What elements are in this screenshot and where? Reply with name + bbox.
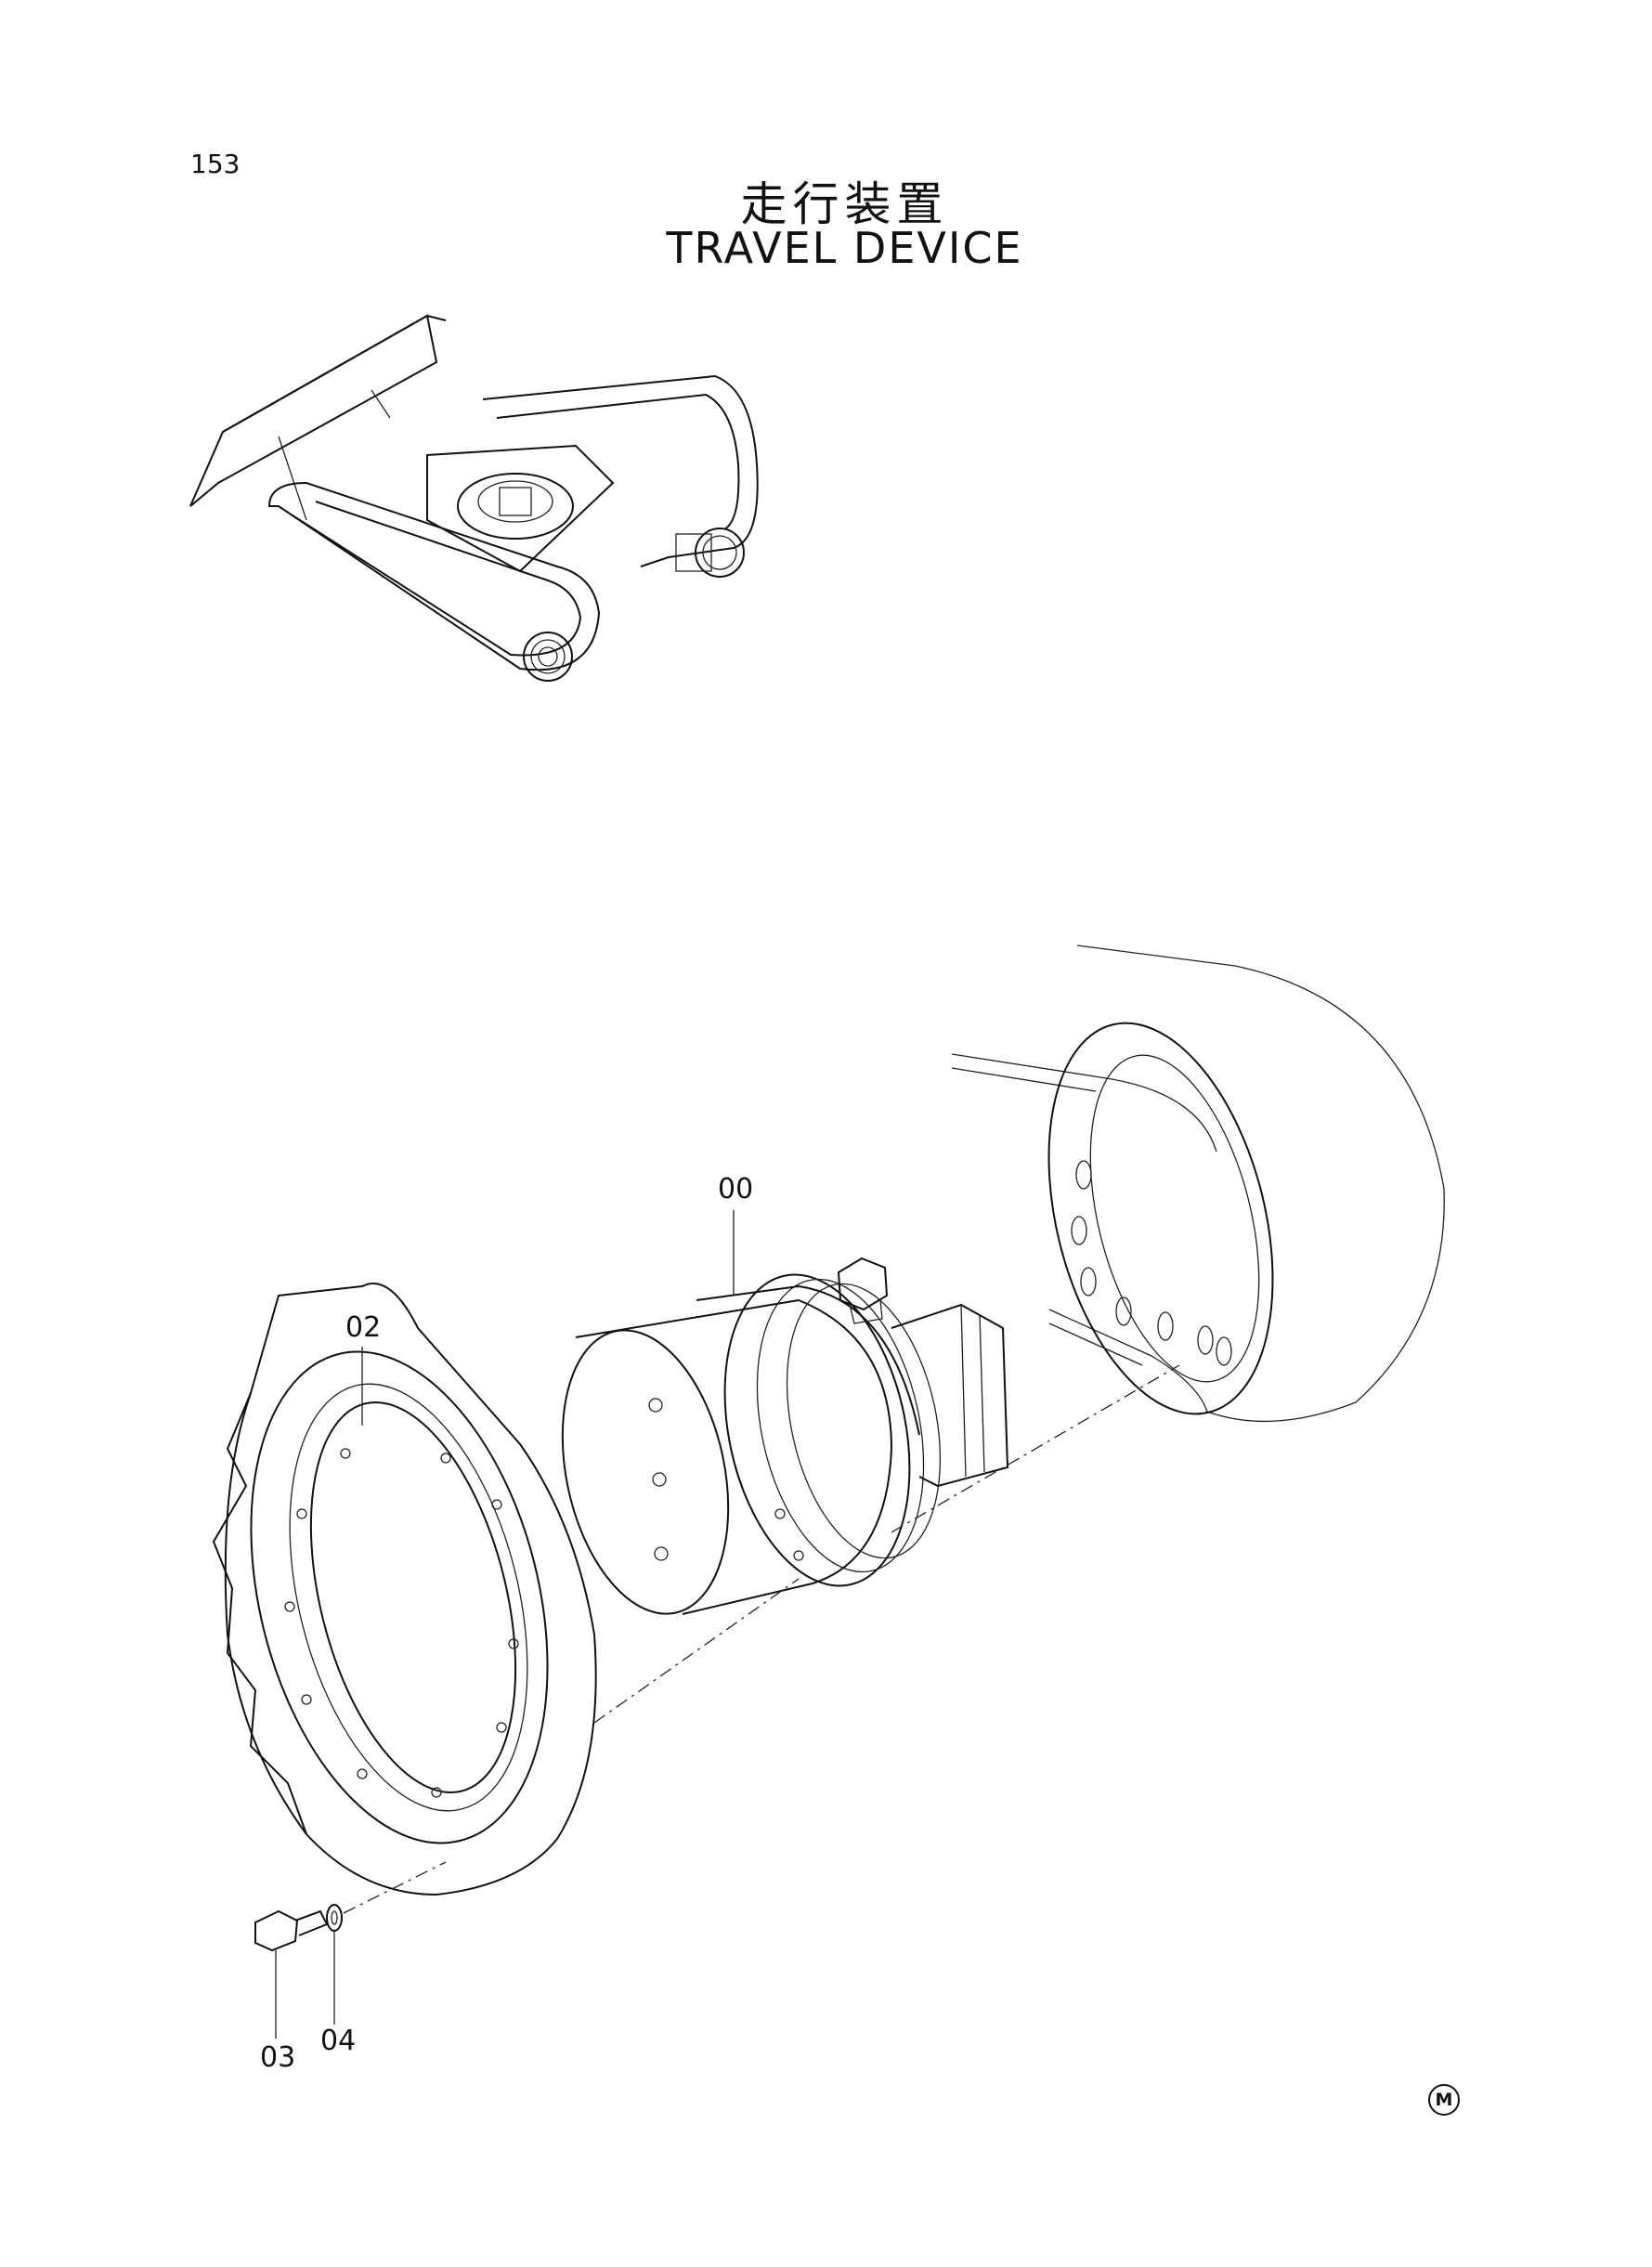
drive-sprocket: [212, 1283, 597, 1896]
callout-label-04: 04: [320, 2025, 357, 2057]
track-frame: [951, 945, 1445, 1423]
callout-label-00: 00: [718, 1173, 754, 1205]
travel-motor-assembly: [561, 1257, 1009, 1615]
bolt-and-washer: [254, 1904, 343, 1952]
page-number: 153: [190, 149, 241, 179]
assembly-centerline-lower: [593, 1578, 800, 1724]
callout-label-03: 03: [260, 2041, 296, 2074]
assembly-centerline-upper: [891, 1364, 1180, 1533]
callout-label-02: 02: [345, 1311, 382, 1344]
page-title-japanese: 走行装置: [740, 177, 949, 231]
corner-mark: M: [1428, 2084, 1460, 2116]
page-title-english: TRAVEL DEVICE: [666, 223, 1023, 273]
assembly-centerline-bolt: [343, 1861, 447, 1914]
undercarriage-overview: [189, 314, 759, 682]
